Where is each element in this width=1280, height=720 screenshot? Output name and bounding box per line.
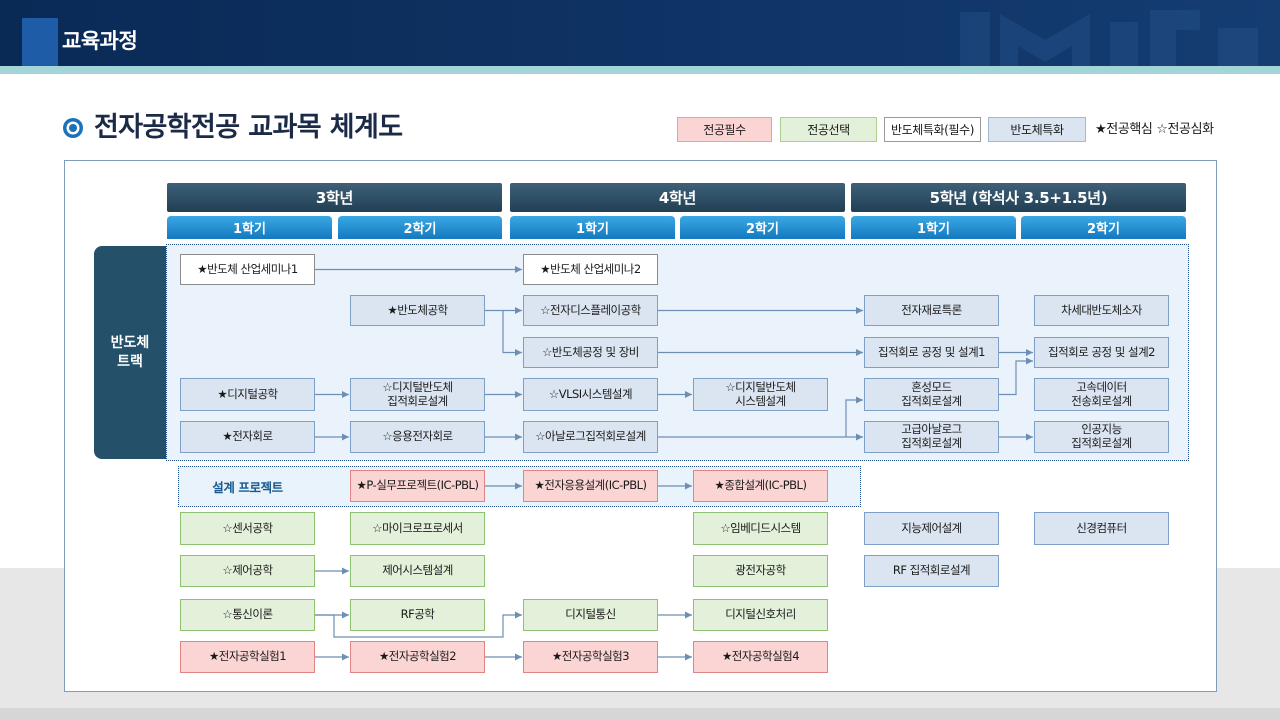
- course-vlsi-system-design: ☆VLSI시스템설계: [523, 378, 658, 411]
- course-embedded-systems: ☆임베디드시스템: [693, 512, 828, 545]
- course-capstone-design: ★종합설계(IC-PBL): [693, 470, 828, 502]
- semester-header: 2학기: [1021, 216, 1186, 239]
- course-next-gen-devices: 차세대반도체소자: [1034, 295, 1169, 326]
- course-digital-signal-processing: 디지털신호처리: [693, 599, 828, 631]
- course-digital-semi-ic-design: ☆디지털반도체 집적회로설계: [350, 378, 485, 411]
- course-applied-circuits: ☆응용전자회로: [350, 421, 485, 453]
- course-neurocomputer: 신경컴퓨터: [1034, 512, 1169, 545]
- legend-elective: 전공선택: [780, 117, 877, 142]
- course-process-equipment: ☆반도체공정 및 장비: [523, 337, 658, 368]
- course-advanced-analog-ic-design: 고급아날로그 집적회로설계: [864, 421, 999, 453]
- course-mixed-mode-ic-design: 혼성모드 집적회로설계: [864, 378, 999, 411]
- semester-header: 1학기: [510, 216, 675, 239]
- course-lab-2: ★전자공학실험2: [350, 641, 485, 673]
- course-lab-1: ★전자공학실험1: [180, 641, 315, 673]
- course-lab-4: ★전자공학실험4: [693, 641, 828, 673]
- year-header-3: 3학년: [167, 183, 502, 212]
- semester-header: 1학기: [851, 216, 1016, 239]
- year-header-5: 5학년 (학석사 3.5+1.5년): [851, 183, 1186, 212]
- header-strip: [0, 66, 1280, 74]
- course-lab-3: ★전자공학실험3: [523, 641, 658, 673]
- course-digital-engineering: ★디지털공학: [180, 378, 315, 411]
- course-display-engineering: ☆전자디스플레이공학: [523, 295, 658, 326]
- header-bar: [0, 0, 1280, 66]
- course-rf-ic-design: RF 집적회로설계: [864, 555, 999, 587]
- course-intelligent-control: 지능제어설계: [864, 512, 999, 545]
- course-ai-ic-design: 인공지능 집적회로설계: [1034, 421, 1169, 453]
- course-optoelectronics: 광전자공학: [693, 555, 828, 587]
- target-icon: [63, 118, 83, 138]
- year-header-4: 4학년: [510, 183, 845, 212]
- course-ic-process-design-2: 집적회로 공정 및 설계2: [1034, 337, 1169, 368]
- course-electronic-materials: 전자재료특론: [864, 295, 999, 326]
- course-semiconductor-seminar-1: ★반도체 산업세미나1: [180, 254, 315, 285]
- bottom-edge: [0, 708, 1280, 720]
- legend-semiconductor-required: 반도체특화(필수): [884, 117, 981, 142]
- legend-semiconductor: 반도체특화: [988, 117, 1086, 142]
- semiconductor-track-label: 반도체 트랙: [94, 246, 166, 459]
- course-semiconductor-engineering: ★반도체공학: [350, 295, 485, 326]
- header-decoration: [960, 10, 1258, 66]
- header-accent-block: [22, 18, 58, 66]
- course-analog-ic-design: ☆아날로그집적회로설계: [523, 421, 658, 453]
- course-sensor-engineering: ☆센서공학: [180, 512, 315, 545]
- course-high-speed-data-circuit: 고속데이터 전송회로설계: [1034, 378, 1169, 411]
- course-digital-communication: 디지털통신: [523, 599, 658, 631]
- course-microprocessor: ☆마이크로프로세서: [350, 512, 485, 545]
- design-project-label: 설계 프로젝트: [212, 479, 283, 495]
- semester-header: 1학기: [167, 216, 332, 239]
- course-practice-project: ★P-실무프로젝트(IC-PBL): [350, 470, 485, 502]
- semester-header: 2학기: [338, 216, 502, 239]
- semester-header: 2학기: [680, 216, 845, 239]
- header-title: 교육과정: [62, 29, 138, 53]
- legend-required: 전공필수: [677, 117, 772, 142]
- course-ic-process-design-1: 집적회로 공정 및 설계1: [864, 337, 999, 368]
- course-applied-design: ★전자응용설계(IC-PBL): [523, 470, 658, 502]
- legend-star-note: ★전공핵심 ☆전공심화: [1095, 122, 1214, 137]
- course-digital-semi-system-design: ☆디지털반도체 시스템설계: [693, 378, 828, 411]
- course-semiconductor-seminar-2: ★반도체 산업세미나2: [523, 254, 658, 285]
- course-electronic-circuits: ★전자회로: [180, 421, 315, 453]
- page-title: 전자공학전공 교과목 체계도: [94, 112, 403, 143]
- course-control-engineering: ☆제어공학: [180, 555, 315, 587]
- course-rf-engineering: RF공학: [350, 599, 485, 631]
- course-control-system-design: 제어시스템설계: [350, 555, 485, 587]
- course-communication-theory: ☆통신이론: [180, 599, 315, 631]
